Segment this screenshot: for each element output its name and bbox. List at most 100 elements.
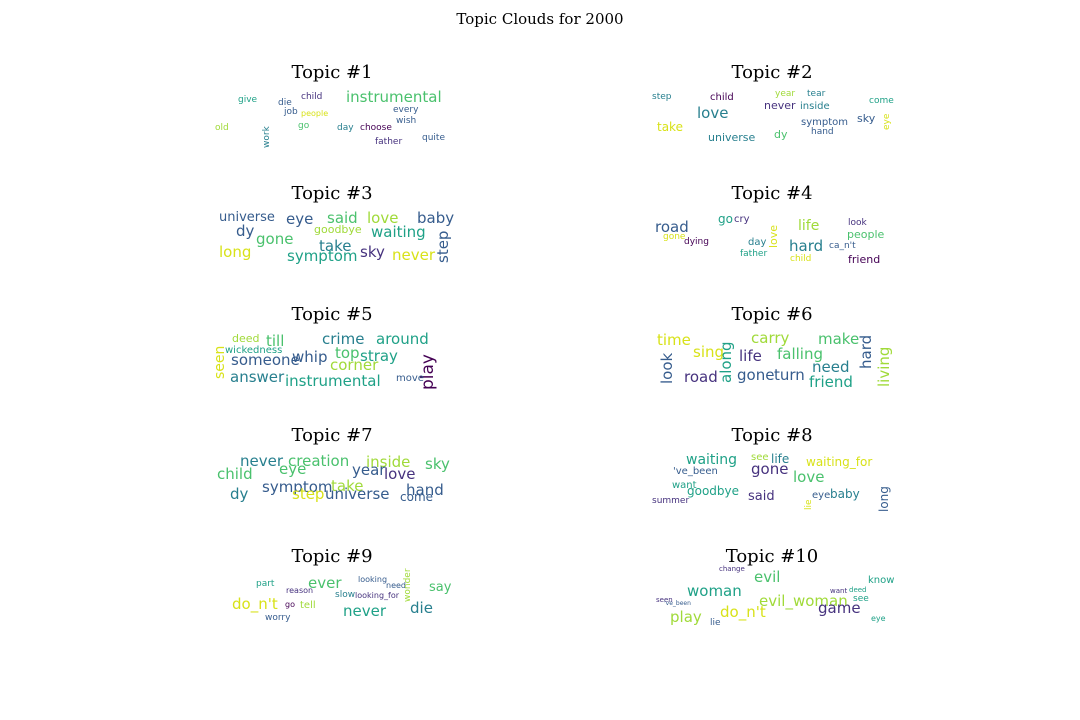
cloud-word: life (798, 218, 820, 234)
cloud-word: long (877, 486, 891, 512)
cloud-word: see (853, 594, 869, 604)
cloud-word: day (748, 237, 767, 248)
cloud-word: hand (811, 127, 834, 137)
cloud-word: summer (652, 496, 690, 506)
cloud-word: want (830, 587, 848, 595)
cloud-word: worry (265, 613, 291, 623)
cloud-word: hand (406, 481, 444, 499)
cloud-word: evil (754, 568, 781, 586)
cloud-word: life (771, 452, 790, 466)
topic-title: Topic #1 (291, 62, 373, 83)
figure-title: Topic Clouds for 2000 (456, 10, 624, 28)
cloud-word: gone (663, 232, 686, 242)
cloud-word: till (266, 332, 285, 350)
cloud-word: look (658, 352, 676, 384)
cloud-word: work (262, 126, 272, 148)
cloud-word: reason (286, 586, 314, 595)
cloud-word: creation (288, 452, 350, 470)
cloud-word: waiting (686, 452, 738, 468)
cloud-word: road (655, 218, 689, 236)
cloud-word: someone (231, 351, 300, 369)
cloud-word: tear (807, 89, 826, 99)
cloud-word: looking_for (355, 591, 400, 600)
cloud-word: eye (871, 614, 886, 623)
cloud-word: falling (777, 345, 824, 363)
cloud-word: lie (804, 499, 814, 510)
cloud-word: universe (325, 485, 390, 503)
cloud-word: tell (300, 600, 316, 611)
cloud-word: gone (737, 366, 775, 384)
cloud-word: play (670, 608, 702, 626)
cloud-word: waiting (371, 223, 426, 241)
cloud-word: eye (812, 490, 831, 501)
cloud-word: sky (425, 455, 450, 473)
cloud-word: choose (360, 123, 392, 133)
cloud-word: symptom (801, 117, 848, 128)
cloud-word: take (331, 477, 364, 495)
cloud-word: long (219, 243, 252, 261)
cloud-word: deed (849, 586, 867, 594)
topic-title: Topic #10 (725, 546, 819, 567)
cloud-word: instrumental (346, 88, 442, 106)
cloud-word: ever (308, 574, 342, 592)
cloud-word: part (256, 579, 275, 589)
cloud-word: know (868, 575, 895, 586)
cloud-word: said (327, 209, 358, 227)
cloud-word: never (343, 602, 387, 620)
cloud-word: top (335, 344, 360, 362)
cloud-word: lie (710, 618, 721, 628)
cloud-word: love (384, 465, 416, 483)
cloud-word: love (367, 209, 399, 227)
cloud-word: wonder (403, 568, 413, 602)
cloud-word: living (875, 346, 893, 387)
cloud-word: hard (857, 334, 875, 369)
cloud-word: play (418, 354, 438, 390)
cloud-word: universe (708, 131, 756, 144)
cloud-word: eye (286, 210, 314, 228)
cloud-word: wish (396, 116, 417, 126)
topic-title: Topic #3 (291, 183, 373, 204)
cloud-word: corner (330, 356, 379, 374)
topic-title: Topic #7 (291, 425, 373, 446)
cloud-word: slow (335, 590, 356, 600)
cloud-word: dy (236, 222, 255, 240)
cloud-word: evil_woman (759, 592, 848, 610)
cloud-word: game (818, 599, 861, 617)
cloud-word: cry (734, 214, 750, 225)
cloud-word: do_n't (232, 595, 278, 613)
cloud-word: come (869, 96, 894, 106)
cloud-word: father (375, 137, 403, 147)
cloud-word: wickedness (225, 345, 283, 356)
cloud-word: waiting_for (806, 455, 873, 469)
cloud-word: seen (656, 596, 673, 604)
cloud-word: looking (358, 575, 388, 584)
cloud-word: need (386, 581, 406, 590)
cloud-word: crime (322, 330, 365, 348)
cloud-word: along (717, 341, 735, 383)
cloud-word: friend (809, 373, 853, 391)
cloud-word: father (740, 249, 768, 259)
cloud-word: 've_been (664, 600, 691, 607)
cloud-word: day (337, 123, 354, 133)
cloud-word: sing (693, 343, 725, 361)
cloud-word: dy (230, 485, 249, 503)
cloud-word: gone (256, 230, 294, 248)
cloud-word: time (657, 331, 691, 349)
topic-title: Topic #5 (291, 304, 373, 325)
cloud-word: inside (366, 453, 411, 471)
cloud-word: love (767, 224, 780, 248)
cloud-word: road (684, 368, 718, 386)
cloud-word: eye (279, 460, 307, 478)
cloud-word: friend (848, 253, 881, 266)
cloud-word: child (301, 92, 323, 102)
cloud-word: goodbye (314, 223, 362, 236)
